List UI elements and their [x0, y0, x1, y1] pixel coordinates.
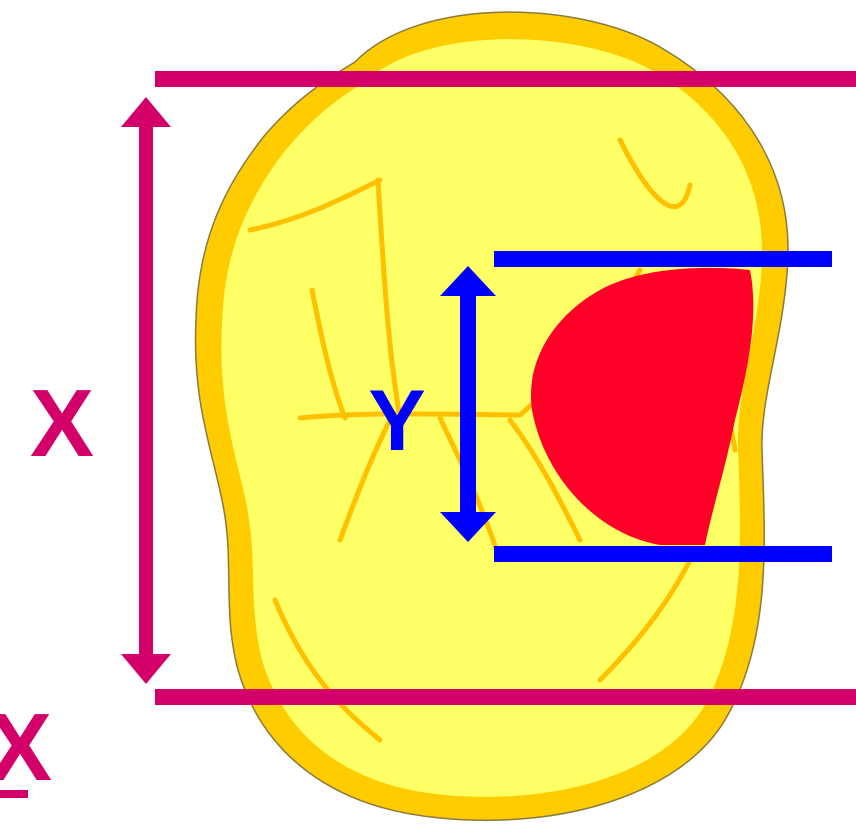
partial-x-label: X — [0, 694, 52, 801]
x-top-line — [155, 71, 856, 87]
y-bottom-line — [494, 546, 832, 562]
y-arrow-icon — [440, 266, 496, 542]
tooth-body — [221, 39, 763, 797]
x-arrow-icon — [121, 97, 171, 684]
tooth-crown — [194, 11, 789, 821]
partial-label: X — [0, 694, 52, 801]
partial-label-underline — [0, 790, 28, 798]
x-measurement: X — [30, 71, 856, 705]
y-measurement: Y — [368, 251, 832, 562]
lesion-area — [530, 267, 754, 545]
x-label: X — [30, 370, 94, 477]
x-bottom-line — [155, 689, 856, 705]
y-top-line — [494, 251, 832, 267]
y-label: Y — [368, 373, 425, 469]
